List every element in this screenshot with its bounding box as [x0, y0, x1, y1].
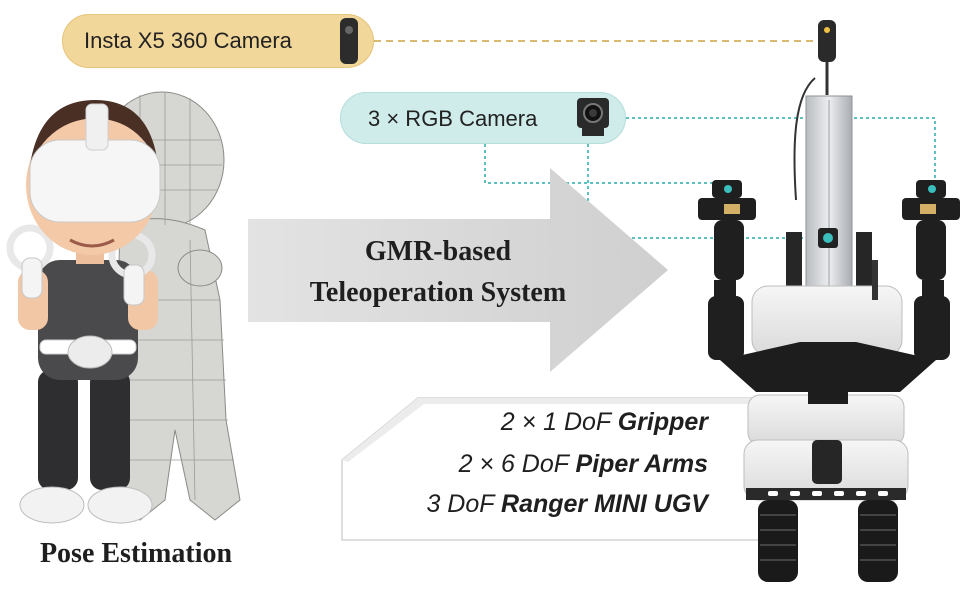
spec-ranger-ugv: 3 DoF Ranger MINI UGV: [288, 490, 708, 519]
spec-name: Gripper: [617, 408, 708, 436]
rgb-camera-icon: [577, 98, 609, 136]
spec-gripper: 2 × 1 DoF Gripper: [288, 408, 708, 437]
spec-prefix: 2 × 6 DoF: [458, 450, 576, 478]
spec-piper-arms: 2 × 6 DoF Piper Arms: [288, 450, 708, 479]
spec-prefix: 2 × 1 DoF: [500, 408, 618, 436]
insta-camera-label: Insta X5 360 Camera: [84, 28, 292, 53]
teleoperation-arrow: [248, 168, 668, 372]
mobile-manipulator-icon: [698, 20, 960, 582]
spec-prefix: 3 DoF: [426, 490, 502, 518]
spec-name: Piper Arms: [575, 450, 708, 478]
insta-camera-pill: [62, 14, 374, 68]
rgb-camera-label: 3 × RGB Camera: [368, 106, 538, 131]
system-title-line2: Teleoperation System: [309, 277, 567, 308]
pose-estimation-label: Pose Estimation: [39, 538, 233, 569]
rgb-connector-lines: [484, 117, 936, 239]
360-camera-icon: [340, 18, 358, 64]
system-title-line1: GMR-based: [364, 236, 512, 267]
vr-operator-icon: [6, 91, 241, 524]
spec-name: Ranger MINI UGV: [501, 490, 708, 518]
